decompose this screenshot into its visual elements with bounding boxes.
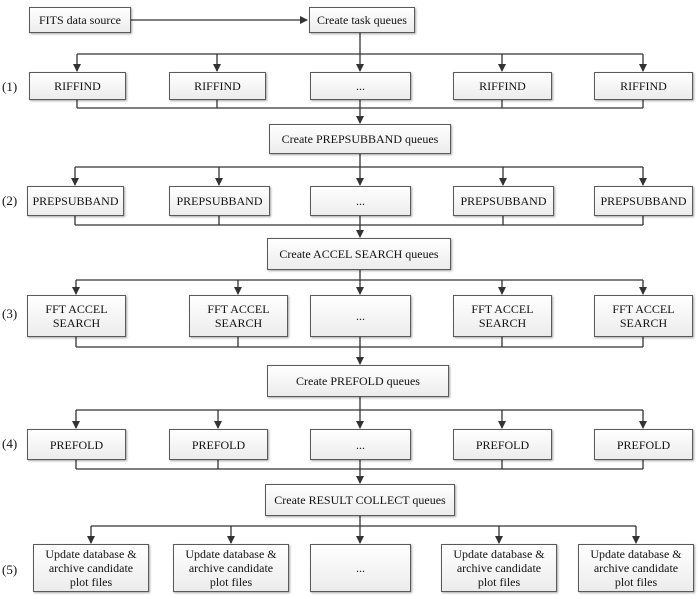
row4-box-2-label: PREFOLD: [191, 437, 246, 452]
create-prefold-queues-box: Create PREFOLD queues: [267, 365, 449, 397]
create-prepsubband-queues-label: Create PREPSUBBAND queues: [281, 132, 439, 146]
row3-box-ellipsis: ...: [310, 295, 411, 337]
row-1-label: (1): [2, 79, 18, 94]
row4-box-3-label: PREFOLD: [475, 437, 530, 452]
row4-box-ellipsis: ...: [310, 429, 411, 460]
row-3-label: (3): [2, 306, 18, 321]
row5-box-ellipsis: ...: [310, 544, 411, 592]
row4-box-1: PREFOLD: [27, 429, 126, 460]
row3-box-ellipsis-label: ...: [356, 309, 365, 323]
row2-box-2: PREPSUBBAND: [169, 186, 270, 216]
row2-box-4-label: PREPSUBBAND: [600, 194, 687, 208]
create-task-queues-label: Create task queues: [317, 13, 407, 27]
create-result-collect-queues-label: Create RESULT COLLECT queues: [274, 493, 446, 507]
row2-box-1: PREPSUBBAND: [27, 186, 124, 216]
row5-box-1-label: Update database & archive candidate plot…: [45, 547, 137, 589]
row5-box-ellipsis-label: ...: [356, 561, 365, 575]
row4-box-ellipsis-label: ...: [356, 437, 365, 452]
row5-box-2-label: Update database & archive candidate plot…: [185, 547, 277, 589]
row1-box-1-label: RIFFIND: [54, 79, 101, 93]
row1-box-3-label: RIFFIND: [479, 79, 526, 93]
row3-box-3: FFT ACCEL SEARCH: [453, 295, 552, 337]
fits-data-source-label: FITS data source: [39, 13, 121, 27]
create-prepsubband-queues-box: Create PREPSUBBAND queues: [269, 124, 451, 154]
create-result-collect-queues-box: Create RESULT COLLECT queues: [265, 484, 455, 516]
row3-box-1-label: FFT ACCEL SEARCH: [45, 302, 108, 330]
row1-box-4-label: RIFFIND: [620, 79, 667, 93]
row2-box-ellipsis: ...: [310, 186, 411, 216]
row4-box-3: PREFOLD: [453, 429, 552, 460]
row3-box-1: FFT ACCEL SEARCH: [27, 295, 126, 337]
row2-box-1-label: PREPSUBBAND: [32, 194, 119, 208]
fits-data-source-box: FITS data source: [29, 7, 131, 33]
row4-box-4-label: PREFOLD: [616, 437, 671, 452]
create-accel-search-queues-label: Create ACCEL SEARCH queues: [279, 247, 439, 261]
row3-box-2: FFT ACCEL SEARCH: [189, 295, 288, 337]
row1-box-2-label: RIFFIND: [194, 79, 241, 93]
create-accel-search-queues-box: Create ACCEL SEARCH queues: [267, 238, 451, 270]
row2-box-3-label: PREPSUBBAND: [460, 194, 547, 208]
row3-box-4: FFT ACCEL SEARCH: [594, 295, 693, 337]
row5-box-3-label: Update database & archive candidate plot…: [453, 547, 545, 589]
row5-box-4-label: Update database & archive candidate plot…: [590, 547, 682, 589]
create-prefold-queues-label: Create PREFOLD queues: [296, 374, 420, 388]
row5-box-1: Update database & archive candidate plot…: [33, 544, 149, 592]
row5-box-3: Update database & archive candidate plot…: [441, 544, 557, 592]
row3-box-3-label: FFT ACCEL SEARCH: [471, 302, 534, 330]
row4-box-1-label: PREFOLD: [49, 437, 104, 452]
row-2-label: (2): [2, 193, 18, 208]
row-4-label: (4): [2, 436, 18, 451]
row1-box-1: RIFFIND: [29, 72, 126, 100]
row1-box-ellipsis: ...: [310, 72, 411, 100]
create-task-queues-box: Create task queues: [309, 7, 415, 33]
row4-box-2: PREFOLD: [169, 429, 268, 460]
row3-box-4-label: FFT ACCEL SEARCH: [612, 302, 675, 330]
row1-box-2: RIFFIND: [169, 72, 266, 100]
row2-box-2-label: PREPSUBBAND: [176, 194, 263, 208]
row2-box-3: PREPSUBBAND: [453, 186, 554, 216]
row1-box-ellipsis-label: ...: [356, 79, 365, 93]
row-5-label: (5): [2, 562, 18, 577]
row1-box-3: RIFFIND: [453, 72, 552, 100]
row2-box-4: PREPSUBBAND: [594, 186, 693, 216]
row2-box-ellipsis-label: ...: [356, 194, 365, 208]
row3-box-2-label: FFT ACCEL SEARCH: [207, 302, 270, 330]
row5-box-4: Update database & archive candidate plot…: [578, 544, 694, 592]
row4-box-4: PREFOLD: [594, 429, 693, 460]
row5-box-2: Update database & archive candidate plot…: [173, 544, 289, 592]
row1-box-4: RIFFIND: [594, 72, 693, 100]
